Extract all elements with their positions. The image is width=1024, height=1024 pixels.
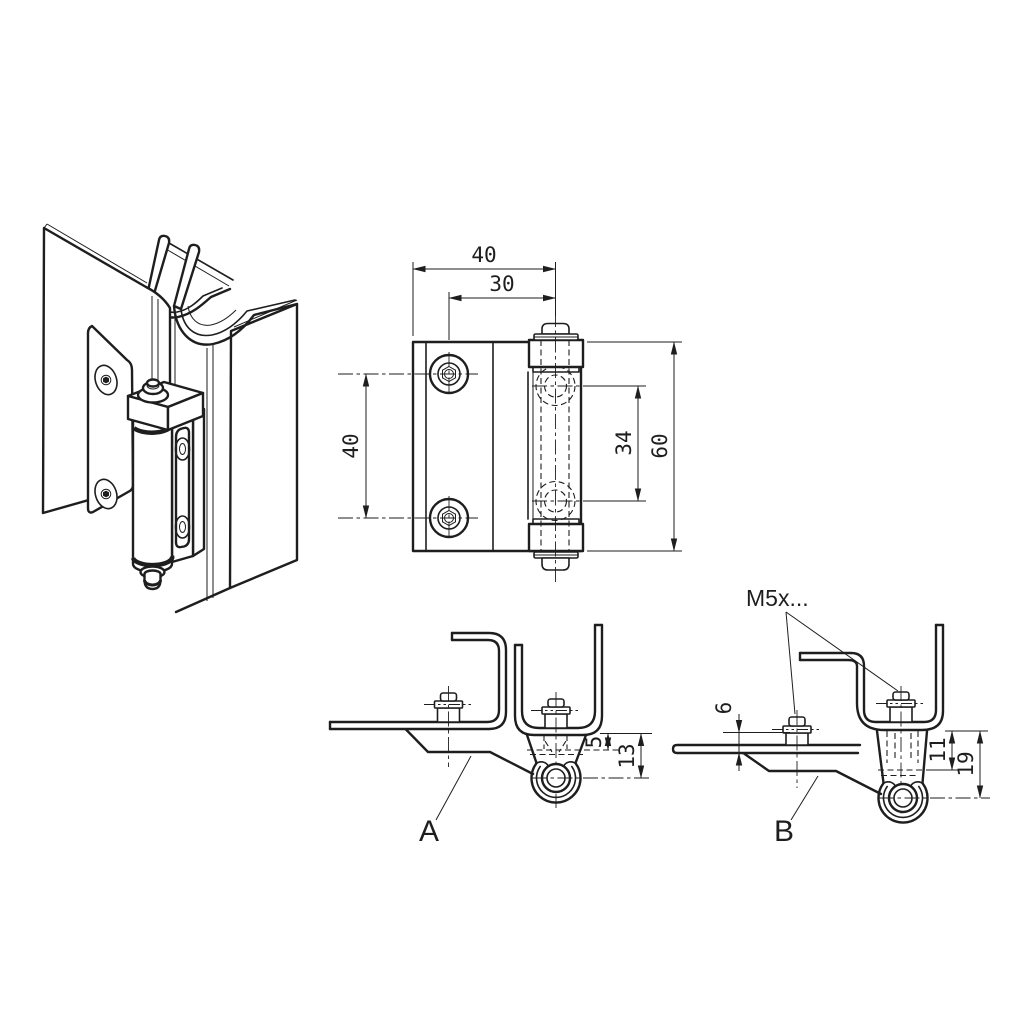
dim-60: 60	[648, 433, 672, 458]
dimension-overall-height: 60	[587, 341, 682, 552]
hinge-leaf-profile	[404, 728, 535, 776]
front-view: 40 30 40 34 60	[338, 243, 682, 582]
pin-bottom	[533, 551, 579, 571]
dim-13: 13	[615, 743, 639, 768]
dim-6: 6	[712, 702, 736, 715]
door-z-profile	[328, 631, 508, 731]
top-knuckle	[527, 338, 585, 369]
screw-boss	[94, 478, 118, 510]
view-label-b: B	[774, 815, 794, 848]
barrel-section	[877, 781, 990, 824]
dim-19: 19	[954, 751, 978, 776]
callout-leaders	[785, 611, 899, 715]
socket-screw	[338, 352, 478, 396]
frame-channel-profile	[172, 243, 299, 614]
dimension-stud-6: 6	[712, 702, 790, 771]
mounting-screw	[772, 710, 822, 788]
view-label-a: A	[419, 815, 439, 848]
frame-channel	[798, 623, 938, 724]
barrel-section	[530, 761, 652, 804]
leader-b	[790, 775, 819, 821]
detail-view-a: 5 13 A	[328, 623, 652, 848]
knuckle-block	[126, 378, 205, 432]
pin-top	[533, 322, 579, 341]
dimension-overall-width: 40	[412, 243, 556, 336]
screw-boss	[94, 364, 118, 396]
mounting-screw	[424, 686, 473, 767]
hinge-leaf-profile	[742, 752, 883, 796]
dim-34: 34	[612, 430, 636, 455]
mounting-screw	[531, 692, 581, 808]
door-flat-sheet	[671, 743, 862, 755]
dim-40-top: 40	[471, 243, 496, 267]
dimension-screw-spacing: 40	[339, 373, 370, 519]
dimension-pin-19: 19	[954, 730, 984, 799]
hinge-barrel	[130, 408, 175, 591]
socket-screw	[338, 496, 478, 540]
dimension-thread-11: 11	[926, 730, 988, 771]
hinge-leaf-plate	[86, 324, 135, 514]
thread-callout-text: M5x...	[746, 585, 809, 611]
detail-view-b: 6 11 19 M5x... B	[671, 585, 990, 848]
frame-channel	[513, 623, 604, 737]
dim-30: 30	[489, 272, 514, 296]
thread-callout: M5x...	[746, 585, 899, 715]
frame-leaf-bracket	[170, 407, 206, 564]
dimension-pin-offset: 30	[448, 272, 556, 340]
dim-40-left: 40	[339, 433, 363, 458]
mounting-screw	[876, 686, 926, 814]
dim-5: 5	[582, 736, 606, 749]
dimension-hole-spacing: 34	[592, 385, 646, 502]
bottom-knuckle	[527, 522, 585, 553]
isometric-view	[41, 223, 299, 614]
dimension-pin-13: 13	[615, 733, 645, 779]
leader-a	[435, 755, 472, 821]
dim-11: 11	[926, 737, 950, 762]
